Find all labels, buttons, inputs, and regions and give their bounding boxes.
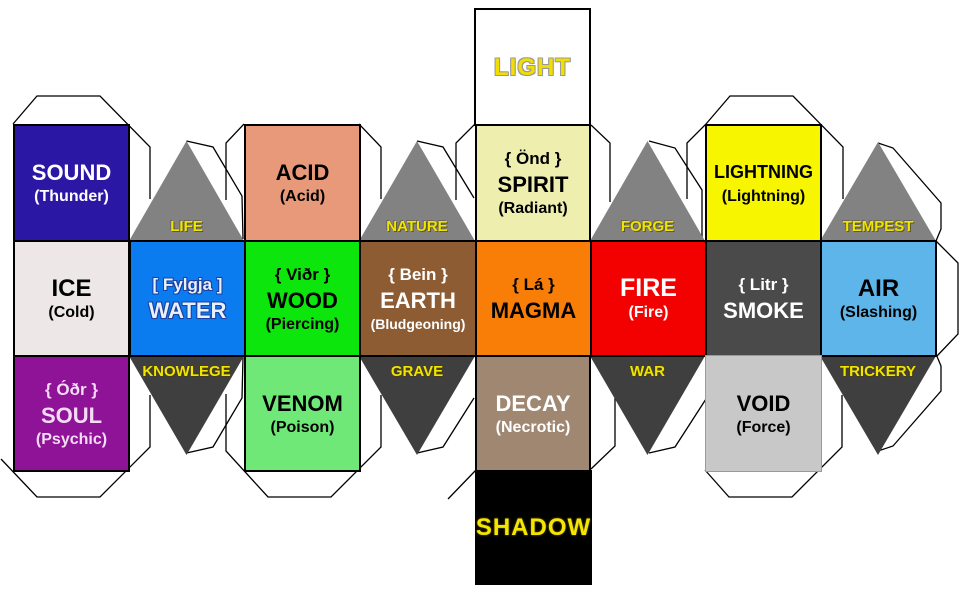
face-wood: { Viðr } WOOD (Piercing) bbox=[244, 240, 361, 357]
face-spirit: { Önd } SPIRIT (Radiant) bbox=[475, 124, 591, 242]
face-fire: FIRE (Fire) bbox=[590, 240, 707, 357]
face-earth-name: EARTH bbox=[380, 287, 456, 313]
face-water-rune: [ Fylgja ] bbox=[152, 275, 223, 294]
face-void-name: VOID bbox=[736, 390, 791, 416]
face-shadow: SHADOW bbox=[475, 470, 592, 585]
face-soul: { Óðr } SOUL (Psychic) bbox=[13, 355, 130, 472]
face-acid-name: ACID bbox=[275, 160, 330, 185]
face-decay: DECAY (Necrotic) bbox=[475, 355, 591, 472]
face-earth-subtitle: (Bludgeoning) bbox=[370, 315, 466, 332]
face-wood-name: WOOD bbox=[267, 287, 338, 313]
face-sound-name: SOUND bbox=[31, 160, 112, 185]
face-earth-rune: { Bein } bbox=[388, 264, 448, 284]
triangle-grave-label: GRAVE bbox=[390, 363, 444, 380]
face-soul-name: SOUL bbox=[40, 402, 103, 428]
glue-tab-lines bbox=[0, 95, 959, 500]
face-light-name: LIGHT bbox=[494, 53, 571, 81]
face-fire-subtitle: (Fire) bbox=[628, 303, 669, 321]
face-air-name: AIR bbox=[857, 274, 900, 302]
face-magma-name: MAGMA bbox=[490, 298, 577, 323]
face-venom-subtitle: (Poison) bbox=[270, 418, 335, 436]
face-ice-name: ICE bbox=[51, 274, 92, 302]
face-soul-rune: { Óðr } bbox=[45, 379, 98, 399]
face-shadow-name: SHADOW bbox=[475, 514, 592, 541]
face-void: VOID (Force) bbox=[705, 355, 822, 472]
face-ice: ICE (Cold) bbox=[13, 240, 130, 357]
face-decay-name: DECAY bbox=[495, 390, 571, 416]
face-acid-subtitle: (Acid) bbox=[279, 188, 326, 205]
face-lightning: LIGHTNING (Lightning) bbox=[705, 124, 822, 242]
triangle-life-label: LIFE bbox=[170, 218, 203, 235]
triangle-knowlege-label: KNOWLEGE bbox=[142, 363, 231, 380]
face-sound: SOUND (Thunder) bbox=[13, 124, 130, 242]
face-sound-subtitle: (Thunder) bbox=[34, 188, 109, 205]
face-air: AIR (Slashing) bbox=[820, 240, 937, 357]
triangle-tempest-label: TEMPEST bbox=[842, 218, 914, 235]
face-decay-subtitle: (Necrotic) bbox=[495, 418, 571, 436]
face-spirit-name: SPIRIT bbox=[497, 172, 569, 197]
face-acid: ACID (Acid) bbox=[244, 124, 361, 242]
face-magma-rune: { Lá } bbox=[512, 275, 555, 294]
face-wood-subtitle: (Piercing) bbox=[265, 315, 340, 333]
face-venom-name: VENOM bbox=[262, 390, 343, 416]
triangle-war-label: WAR bbox=[630, 363, 665, 380]
face-magma: { Lá } MAGMA bbox=[475, 240, 592, 357]
face-air-subtitle: (Slashing) bbox=[839, 303, 918, 321]
face-lightning-name: LIGHTNING bbox=[714, 162, 813, 182]
face-water-name: WATER bbox=[148, 298, 227, 323]
face-smoke-rune: { Litr } bbox=[738, 275, 789, 294]
face-smoke-name: SMOKE bbox=[723, 298, 804, 323]
face-smoke: { Litr } SMOKE bbox=[705, 240, 822, 357]
face-ice-subtitle: (Cold) bbox=[48, 303, 95, 321]
face-lightning-subtitle: (Lightning) bbox=[721, 188, 806, 205]
face-water: [ Fylgja ] WATER bbox=[129, 240, 246, 357]
triangle-trickery-label: TRICKERY bbox=[839, 363, 917, 380]
triangle-forge-label: FORGE bbox=[620, 218, 675, 235]
face-wood-rune: { Viðr } bbox=[274, 264, 331, 284]
face-spirit-subtitle: (Radiant) bbox=[498, 200, 568, 217]
face-earth: { Bein } EARTH (Bludgeoning) bbox=[359, 240, 477, 357]
face-void-subtitle: (Force) bbox=[736, 418, 791, 436]
face-spirit-rune: { Önd } bbox=[504, 149, 562, 168]
face-venom: VENOM (Poison) bbox=[244, 355, 361, 472]
triangle-nature-label: NATURE bbox=[386, 218, 448, 235]
face-fire-name: FIRE bbox=[620, 273, 677, 302]
face-soul-subtitle: (Psychic) bbox=[35, 430, 108, 448]
face-light: LIGHT bbox=[474, 8, 591, 126]
